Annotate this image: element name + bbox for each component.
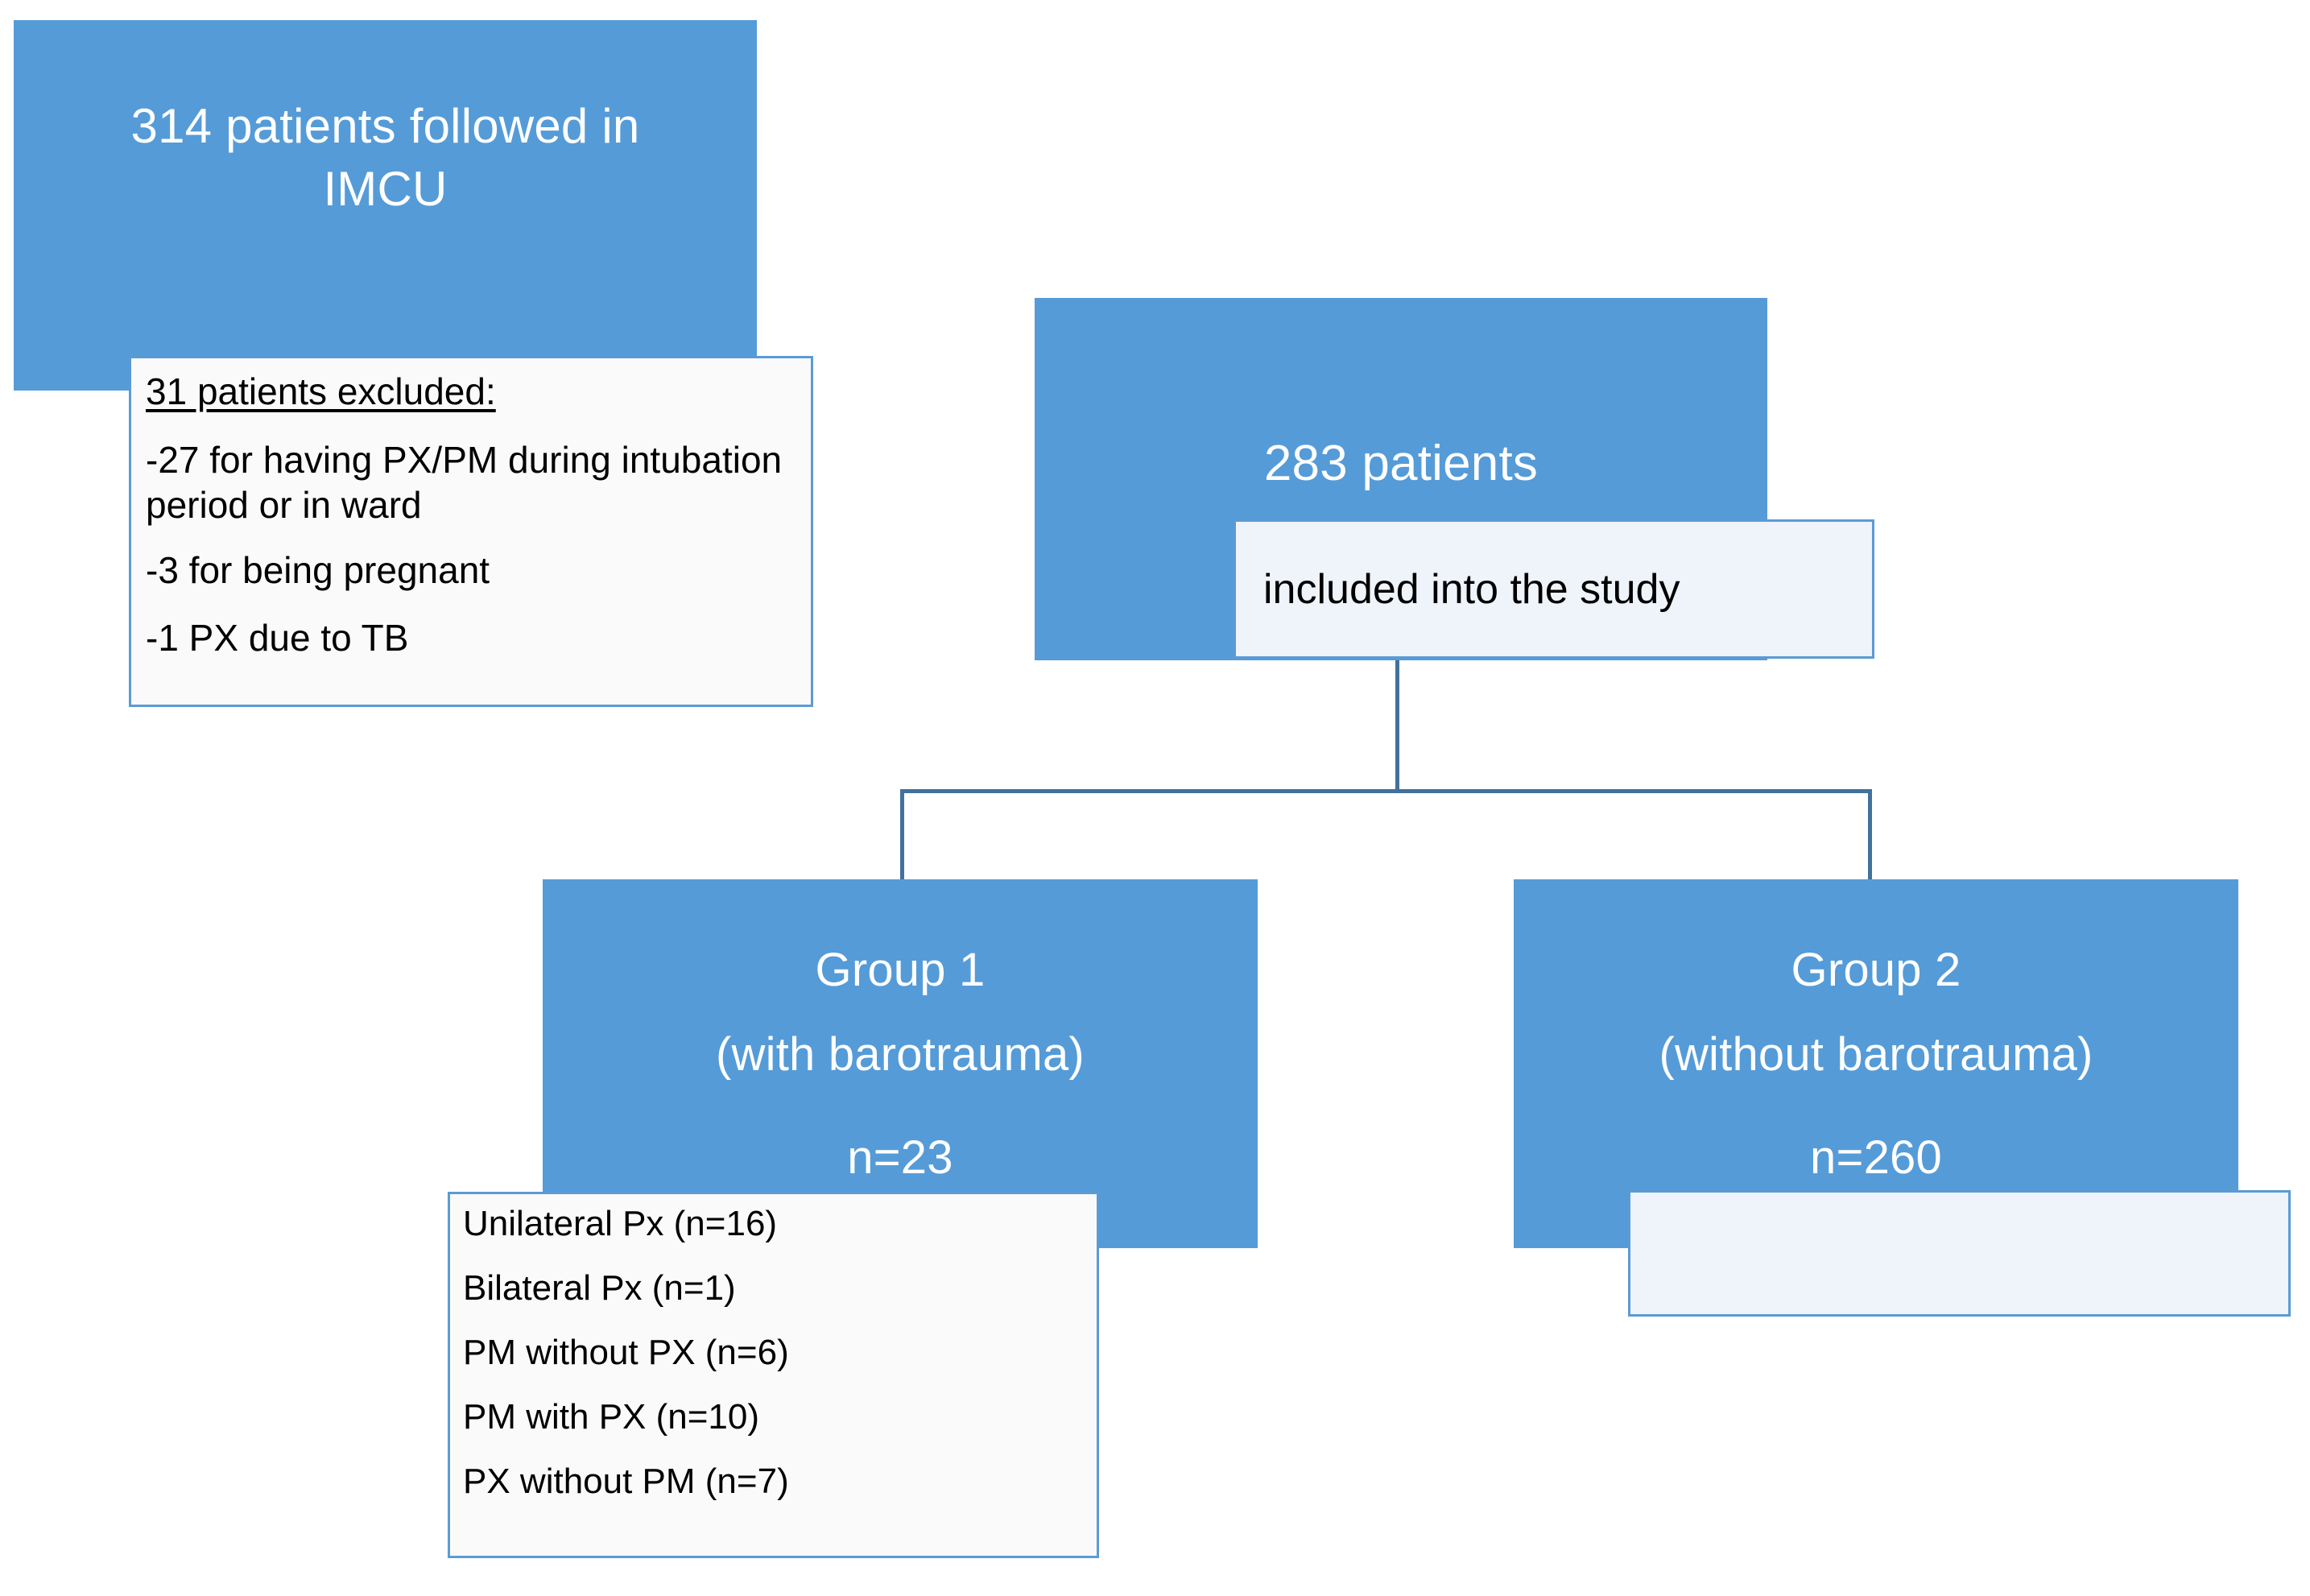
included-caption: included into the study [1263, 565, 1680, 613]
connector-split-horizontal [900, 789, 1872, 793]
group1-breakdown-item: Unilateral Px (n=16) [463, 1204, 778, 1243]
excluded-reason-3: -1 PX due to TB [146, 617, 409, 659]
excluded-reason-1: -27 for having PX/PM during intubation p… [146, 439, 783, 527]
node-group-1: Group 1 (with barotrauma) n=23 [543, 879, 1258, 1248]
enrolled-line-2: IMCU [323, 162, 448, 216]
group2-title: Group 2 [1791, 943, 1961, 996]
group1-breakdown-item: PM without PX (n=6) [463, 1333, 789, 1372]
group1-breakdown-item: PX without PM (n=7) [463, 1462, 789, 1501]
included-count: 283 patients [1263, 435, 1539, 491]
connector-drop-group1 [900, 789, 904, 881]
excluded-reason-2: -3 for being pregnant [146, 549, 490, 592]
group1-subtitle: (with barotrauma) [716, 1028, 1085, 1081]
node-enrolled-patients: 314 patients followed in IMCU [14, 20, 757, 391]
callout-group1-breakdown: Unilateral Px (n=16) Bilateral Px (n=1) … [448, 1192, 1099, 1558]
connector-drop-group2 [1868, 789, 1872, 881]
connector-stem-vertical [1395, 660, 1399, 792]
excluded-heading: 31 patients excluded: [146, 370, 496, 412]
group2-subtitle: (without barotrauma) [1659, 1028, 2093, 1081]
group1-breakdown-item: PM with PX (n=10) [463, 1397, 760, 1437]
callout-group2-breakdown-empty [1628, 1190, 2291, 1317]
node-group-2: Group 2 (without barotrauma) n=260 [1514, 879, 2238, 1248]
enrolled-line-1: 314 patients followed in [130, 99, 640, 153]
group2-n: n=260 [1810, 1131, 1942, 1184]
callout-excluded-patients: 31 patients excluded: -27 for having PX/… [129, 356, 813, 707]
group1-breakdown-item: Bilateral Px (n=1) [463, 1268, 736, 1308]
callout-included-into-study: included into the study [1234, 519, 1874, 659]
group1-n: n=23 [847, 1131, 953, 1184]
group1-title: Group 1 [815, 943, 986, 996]
